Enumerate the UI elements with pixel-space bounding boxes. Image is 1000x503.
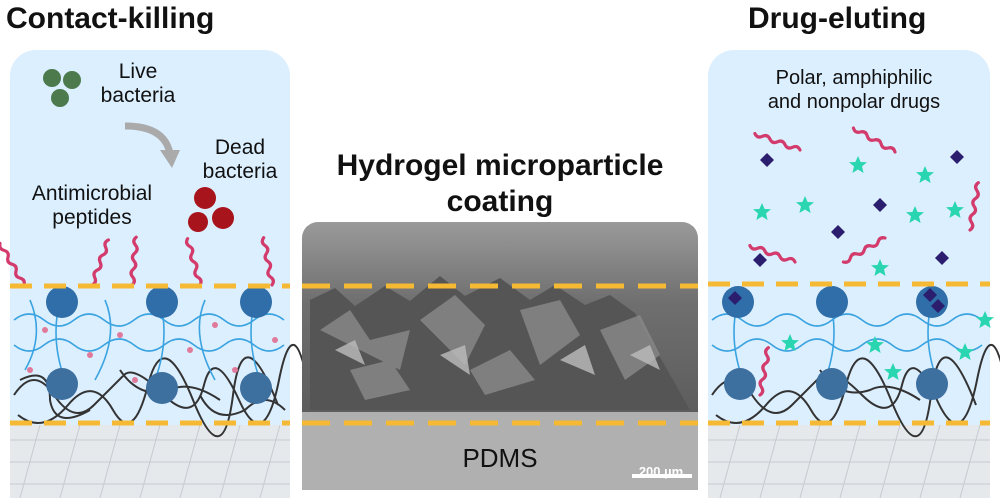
left-hydrogel-chains: [13, 299, 285, 381]
hydrogel-coating-title-line2: coating: [446, 185, 554, 218]
hydrogel-coating-title: Hydrogel microparticle coating: [300, 148, 700, 220]
scale-bar-label: 200 µm: [638, 464, 684, 479]
right-microgels-bottom: [724, 368, 948, 400]
transition-arrow-icon: [124, 122, 174, 155]
live-label-line2: bacteria: [100, 84, 176, 107]
peptides-label-line1: Antimicrobial: [31, 182, 153, 205]
drug-eluting-title: Drug-eluting: [748, 2, 927, 35]
live-bacteria-icon: [43, 69, 81, 107]
pdms-label: PDMS: [462, 443, 538, 473]
sem-image: [302, 222, 698, 490]
live-label-line1: Live: [118, 60, 158, 83]
contact-killing-title: Contact-killing: [6, 2, 215, 35]
drugs-label-line2: and nonpolar drugs: [767, 91, 941, 113]
drugs-label-line1: Polar, amphiphilic: [775, 67, 933, 89]
left-panel-bg: [10, 50, 290, 498]
dead-label-line1: Dead: [214, 136, 266, 159]
live-bacteria-label: Live bacteria: [98, 60, 178, 108]
hydrogel-coating-title-line1: Hydrogel microparticle: [336, 149, 664, 182]
right-hydrogel-chains: [711, 299, 983, 381]
scale-bar: [632, 474, 692, 478]
left-polymer-network: [13, 343, 310, 438]
dead-bacteria-icon: [188, 187, 234, 232]
left-panel: [0, 50, 310, 499]
antimicrobial-peptides-label: Antimicrobial peptides: [8, 182, 176, 230]
dead-bacteria-label: Dead bacteria: [200, 136, 280, 184]
left-microgels-top: [46, 286, 272, 318]
left-microgels-bottom: [46, 368, 272, 404]
right-panel: [708, 50, 1000, 499]
peptides-label-line2: peptides: [52, 206, 132, 229]
left-crosslinkers: [27, 322, 278, 383]
dead-label-line2: bacteria: [202, 160, 278, 183]
drugs-label: Polar, amphiphilic and nonpolar drugs: [718, 66, 990, 114]
